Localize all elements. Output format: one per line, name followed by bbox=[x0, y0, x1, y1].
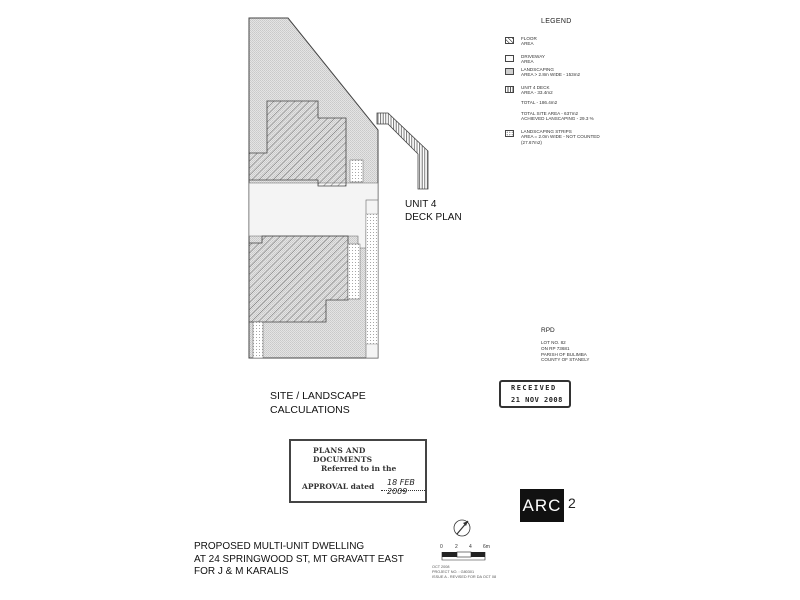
north-arrow-icon bbox=[453, 519, 471, 537]
legend-swatch bbox=[505, 68, 514, 75]
legend-text: DRIVEWAY AREA bbox=[521, 54, 545, 65]
scale-label: 0 bbox=[440, 544, 443, 550]
scale-label: 2 bbox=[455, 544, 458, 550]
legend-swatch bbox=[505, 130, 514, 137]
landscaping-strip-upper bbox=[349, 159, 364, 183]
landscaping-strip-lower bbox=[347, 243, 361, 300]
legend-text: TOTAL - 186.4m2 bbox=[521, 100, 558, 105]
floor-area-lower bbox=[248, 235, 349, 323]
legend-swatch bbox=[505, 37, 514, 44]
unit4-deck-shape bbox=[376, 112, 429, 190]
unit4-deck-label: UNIT 4 DECK PLAN bbox=[405, 199, 462, 223]
legend-swatch bbox=[505, 55, 514, 62]
received-stamp: RECEIVED 21 NOV 2008 bbox=[499, 380, 571, 408]
arc-logo: ARC bbox=[520, 489, 564, 522]
legend-text: FLOOR AREA bbox=[521, 36, 537, 47]
received-stamp-date: 21 NOV 2008 bbox=[511, 396, 563, 404]
arc-logo-number: 2 bbox=[568, 495, 576, 511]
landscaping-strip-bottom bbox=[252, 321, 264, 359]
legend-text: TOTAL SITE AREA - 637m2 ACHIEVED LANSCAP… bbox=[521, 111, 594, 122]
scale-label: 4 bbox=[469, 544, 472, 550]
rpd-title: RPD bbox=[541, 327, 555, 334]
legend-text: LANDSCAPING AREA > 2.8m WIDE - 153m2 bbox=[521, 67, 581, 78]
rpd-details: LOT NO. 82 ON RP 73681 PARISH OF BULIMBA… bbox=[541, 340, 590, 363]
legend-text: LANDSCAPING STRIPS AREA = 2.0m WIDE - NO… bbox=[521, 129, 600, 145]
floor-area-upper bbox=[248, 100, 347, 187]
legend-text: UNIT 4 DECK AREA - 33.4m2 bbox=[521, 85, 553, 96]
project-info: OCT 2008 PROJECT NO. : G80301 ISSUE A - … bbox=[432, 565, 497, 579]
approval-date: 18 FEB 2009 bbox=[387, 478, 415, 496]
project-title: PROPOSED MULTI-UNIT DWELLING AT 24 SPRIN… bbox=[194, 541, 404, 577]
approval-stamp: PLANS AND DOCUMENTS Referred to in the A… bbox=[289, 439, 427, 503]
scale-bar bbox=[441, 551, 486, 561]
received-stamp-word: RECEIVED bbox=[511, 384, 557, 392]
scale-label: 6m bbox=[483, 544, 490, 550]
site-calc-title: SITE / LANDSCAPE CALCULATIONS bbox=[270, 390, 366, 416]
legend-swatch bbox=[505, 86, 514, 93]
legend-title: LEGEND bbox=[541, 18, 572, 25]
